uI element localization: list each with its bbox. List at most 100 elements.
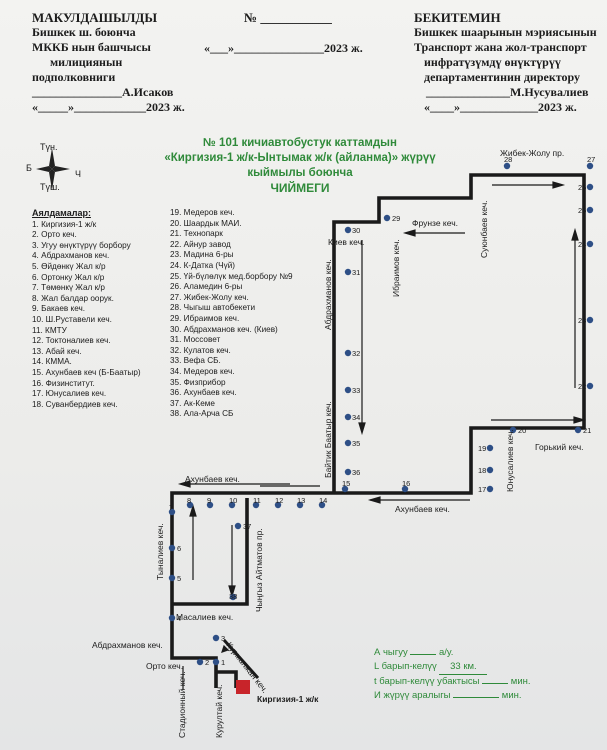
stop-number: 29 xyxy=(392,214,400,223)
approver-city: Бишкек ш. боюнча xyxy=(32,25,136,39)
legend-stop-item: 21. Технопарк xyxy=(170,229,223,239)
legend-stop-item: 4. Абдрахманов кеч. xyxy=(32,251,110,261)
compass-north: Түн. xyxy=(40,142,58,152)
street-akhunbaev-top: Ахунбаев кеч. xyxy=(185,474,240,484)
street-suyunbaev: Суюнбаев кеч. xyxy=(479,200,489,258)
street-stadion: Стадионный кеч. xyxy=(177,671,187,738)
stop-marker: 14 xyxy=(318,496,327,509)
stop-number: 31 xyxy=(352,268,360,277)
stop-number: 14 xyxy=(319,496,327,505)
compass-icon xyxy=(36,148,70,190)
stop-number: 13 xyxy=(297,496,305,505)
stop-marker: 34 xyxy=(344,413,360,422)
confirmer-signature-line: ______________М.Нусувалиев xyxy=(426,85,589,99)
compass-east: Ч xyxy=(75,169,81,179)
approval-block-right: БЕКИТЕМИН Бишкек шаарынын мэриясынын Тра… xyxy=(414,10,597,115)
stop-marker: 19 xyxy=(478,444,494,453)
stop-number: 6 xyxy=(177,544,181,553)
stop-number: 12 xyxy=(275,496,283,505)
stop-number: 5 xyxy=(177,574,181,583)
legend-stop-item: 27. Жибек-Жолу кеч. xyxy=(170,292,249,302)
route-line-masaliev xyxy=(172,498,249,606)
stop-number: 32 xyxy=(352,349,360,358)
legend-stop-item: 26. Аламедин 6-ры xyxy=(170,282,243,292)
stop-number: 38 xyxy=(229,592,237,601)
stat-i: И жүрүү аралыгы мин. xyxy=(374,690,522,701)
confirmer-city: Бишкек шаарынын мэриясынын xyxy=(414,25,597,39)
street-akhunbaev-bottom: Ахунбаев кеч. xyxy=(395,504,450,514)
legend-stop-item: 16. Физинститут. xyxy=(32,378,95,388)
legend-stop-item: 15. Ахунбаев кеч (Б-Баатыр) xyxy=(32,367,141,377)
stat-a: А чыгуу а/у. xyxy=(374,647,454,658)
legend-stop-item: 22. Айнур завод xyxy=(170,239,231,249)
doc-date-block: «___»_______________2023 ж. xyxy=(204,41,363,56)
legend-stop-item: 2. Орто кеч. xyxy=(32,230,77,240)
stat-l: L барып-келүү 33 км. xyxy=(374,660,531,675)
legend-stop-item: 3. Угуу өнүктүрүү борбору xyxy=(32,240,131,250)
confirm-heading: БЕКИТЕМИН xyxy=(414,10,501,25)
stop-marker: 17 xyxy=(478,485,494,494)
legend-stop-item: 35. Физприбор xyxy=(170,377,226,387)
street-ibraimov: Ибраимов кеч. xyxy=(391,239,401,297)
stop-number: 36 xyxy=(352,468,360,477)
stop-marker: 21 xyxy=(574,426,591,435)
street-baytik-baatyr: Байтик Баатыр кеч. xyxy=(323,401,333,478)
legend-stop-item: 33. Вефа СБ. xyxy=(170,356,221,366)
stop-number: 19 xyxy=(478,444,486,453)
stop-marker: 11 xyxy=(252,496,261,509)
stop-marker: 1 xyxy=(212,658,225,667)
street-yunusaliev: Юнусалиев кеч. xyxy=(505,429,515,492)
confirmer-title: департаментинин директору xyxy=(424,70,580,84)
stop-number: 24 xyxy=(578,240,586,249)
legend-heading: Аялдамалар: xyxy=(32,208,91,218)
stop-marker: 12 xyxy=(274,496,283,509)
compass-west: Б xyxy=(26,163,32,173)
stop-number: 37 xyxy=(243,522,251,531)
stop-number: 28 xyxy=(504,155,512,164)
stop-marker: 38 xyxy=(229,592,237,601)
stop-marker: 36 xyxy=(344,468,360,477)
approver-date-line: «_____»____________2023 ж. xyxy=(32,100,185,114)
legend-stop-item: 28. Чыгыш автобекети xyxy=(170,303,256,313)
stop-number: 34 xyxy=(352,413,360,422)
scheme-title: № 101 кичиавтобустук каттамдын «Киргизия… xyxy=(140,136,460,196)
approver-signature-line: _______________А.Исаков xyxy=(32,85,174,99)
stop-number: 15 xyxy=(342,479,350,488)
legend-stop-item: 5. Өйдөнкү Жал к/р xyxy=(32,261,106,271)
stop-number: 20 xyxy=(518,426,526,435)
title-line-4: ЧИЙМЕГИ xyxy=(270,181,330,195)
approver-service: милициянын xyxy=(50,55,123,69)
stop-number: 17 xyxy=(478,485,486,494)
stop-number: 2 xyxy=(205,658,209,667)
stop-number: 1 xyxy=(221,658,225,667)
stop-number: 21 xyxy=(583,426,591,435)
stop-number: 4 xyxy=(177,614,181,623)
stop-number: 18 xyxy=(478,466,486,475)
legend-stop-item: 30. Абдрахманов кеч. (Киев) xyxy=(170,324,278,334)
stop-marker: 30 xyxy=(344,226,360,235)
title-line-3: кыймылы боюнча xyxy=(247,167,353,179)
legend-stop-item: 34. Медеров кеч. xyxy=(170,366,235,376)
compass-rose: Түн. Түш. Б Ч xyxy=(26,142,90,194)
legend-stop-item: 11. КМТУ xyxy=(32,325,67,335)
stop-marker: 24 xyxy=(578,240,594,249)
street-zhibek-zholu: Жибек-Жолу пр. xyxy=(500,148,564,158)
stop-number: 10 xyxy=(229,496,237,505)
street-masaliev: Масалиев кеч. xyxy=(176,612,233,622)
stop-number: 3 xyxy=(221,634,225,643)
street-abdrakhmanov-horizontal: Абдрахманов кеч. xyxy=(92,640,163,650)
legend-stop-item: 9. Бакаев кеч. xyxy=(32,304,86,314)
legend-stop-item: 32. Кулатов кеч. xyxy=(170,345,231,355)
route-line-kurmanjan xyxy=(222,638,260,680)
legend-stop-item: 19. Медеров кеч. xyxy=(170,208,235,217)
legend-stop-item: 1. Киргизия-1 ж/к xyxy=(32,219,97,229)
stat-t: t барып-келүү убактысы мин. xyxy=(374,676,531,687)
legend-stop-item: 7. Төмөнкү Жал к/р xyxy=(32,283,105,293)
stop-number: 22 xyxy=(578,382,586,391)
stop-number: 25 xyxy=(578,206,586,215)
stop-marker: 31 xyxy=(344,268,360,277)
terminal-marker xyxy=(236,680,250,694)
stop-marker: 35 xyxy=(344,439,360,448)
